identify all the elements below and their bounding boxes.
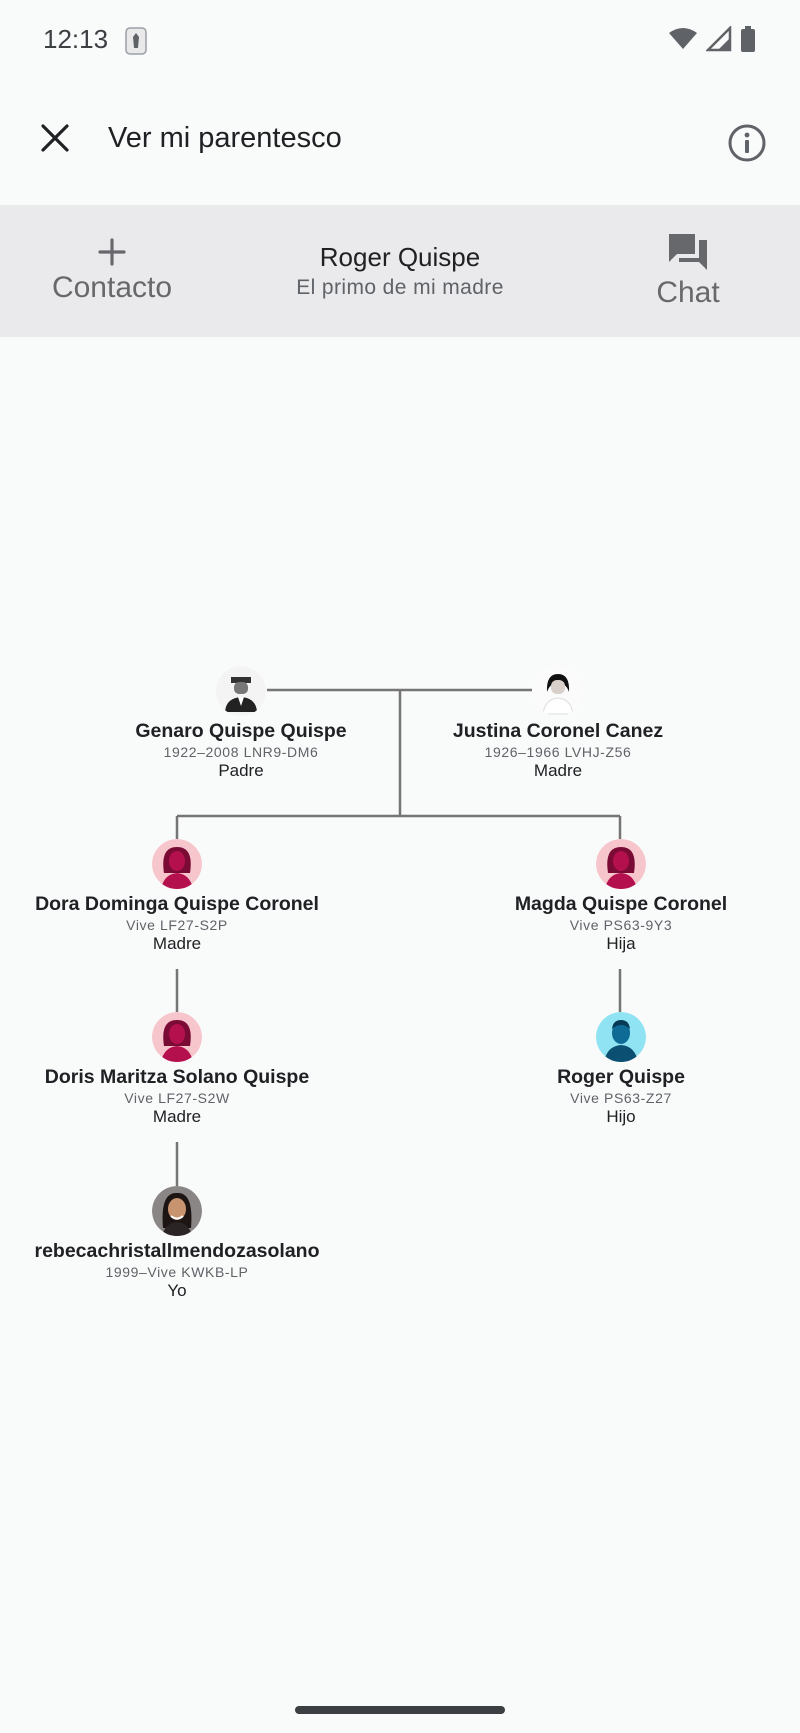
person-relation: Padre xyxy=(218,761,264,780)
info-button[interactable] xyxy=(722,118,772,168)
close-icon xyxy=(41,124,69,152)
avatar xyxy=(152,1012,202,1062)
chat-icon xyxy=(669,234,707,270)
person-meta: Vive PS63-9Y3 xyxy=(569,917,673,933)
plus-icon xyxy=(98,238,126,266)
avatar xyxy=(596,839,646,889)
female-avatar-icon xyxy=(152,839,202,889)
app-notification-icon xyxy=(125,27,147,55)
contact-button[interactable]: Contacto xyxy=(0,205,224,337)
info-icon xyxy=(728,124,766,162)
avatar xyxy=(216,666,266,716)
portrait-photo-icon xyxy=(152,1186,202,1236)
person-relation: Yo xyxy=(167,1281,187,1300)
female-avatar-icon xyxy=(152,1012,202,1062)
person-name: Magda Quispe Coronel xyxy=(514,893,728,915)
person-node-doris[interactable]: Doris Maritza Solano Quispe Vive LF27-S2… xyxy=(7,1012,347,1127)
relationship-summary: Roger Quispe El primo de mi madre xyxy=(224,205,576,337)
avatar xyxy=(152,839,202,889)
relative-name: Roger Quispe xyxy=(319,242,481,272)
person-relation: Madre xyxy=(152,1107,202,1126)
person-node-magda[interactable]: Magda Quispe Coronel Vive PS63-9Y3 Hija xyxy=(451,839,791,954)
person-node-genaro[interactable]: Genaro Quispe Quispe 1922–2008 LNR9-DM6 … xyxy=(71,666,411,781)
page-title: Ver mi parentesco xyxy=(108,122,342,154)
status-icons xyxy=(668,26,756,52)
person-node-justina[interactable]: Justina Coronel Canez 1926–1966 LVHJ-Z56… xyxy=(388,666,728,781)
person-node-self[interactable]: rebecachristallmendozasolano 1999–Vive K… xyxy=(7,1186,347,1301)
person-meta: 1922–2008 LNR9-DM6 xyxy=(163,744,319,760)
person-meta: 1999–Vive KWKB-LP xyxy=(105,1264,249,1280)
person-meta: Vive LF27-S2P xyxy=(126,917,228,933)
status-bar: 12:13 xyxy=(0,0,800,80)
avatar xyxy=(596,1012,646,1062)
person-relation: Madre xyxy=(533,761,583,780)
person-relation: Hijo xyxy=(606,1107,636,1126)
home-indicator[interactable] xyxy=(295,1706,505,1714)
person-meta: 1926–1966 LVHJ-Z56 xyxy=(484,744,632,760)
person-name: Roger Quispe xyxy=(557,1066,685,1088)
wifi-icon xyxy=(669,28,697,49)
signal-icon xyxy=(706,26,732,52)
relationship-text: El primo de mi madre xyxy=(296,276,504,299)
close-button[interactable] xyxy=(30,113,80,163)
person-name: Genaro Quispe Quispe xyxy=(135,720,347,742)
contact-label: Contacto xyxy=(51,271,173,304)
relationship-action-bar: Contacto Roger Quispe El primo de mi mad… xyxy=(0,205,800,337)
person-node-dora[interactable]: Dora Dominga Quispe Coronel Vive LF27-S2… xyxy=(7,839,347,954)
person-name: rebecachristallmendozasolano xyxy=(34,1240,320,1262)
avatar xyxy=(533,666,583,716)
male-avatar-icon xyxy=(596,1012,646,1062)
person-relation: Madre xyxy=(152,934,202,953)
chat-label: Chat xyxy=(656,276,720,309)
person-name: Doris Maritza Solano Quispe xyxy=(44,1066,310,1088)
person-meta: Vive PS63-Z27 xyxy=(570,1090,672,1106)
portrait-photo-icon xyxy=(216,666,266,716)
person-meta: Vive LF27-S2W xyxy=(124,1090,230,1106)
chat-button[interactable]: Chat xyxy=(600,205,776,337)
person-node-roger[interactable]: Roger Quispe Vive PS63-Z27 Hijo xyxy=(451,1012,791,1127)
person-relation: Hija xyxy=(606,934,636,953)
portrait-photo-icon xyxy=(533,666,583,716)
female-avatar-icon xyxy=(596,839,646,889)
avatar xyxy=(152,1186,202,1236)
status-time: 12:13 xyxy=(43,24,109,54)
person-name: Dora Dominga Quispe Coronel xyxy=(35,893,319,915)
person-name: Justina Coronel Canez xyxy=(452,720,664,742)
battery-icon xyxy=(741,26,755,52)
